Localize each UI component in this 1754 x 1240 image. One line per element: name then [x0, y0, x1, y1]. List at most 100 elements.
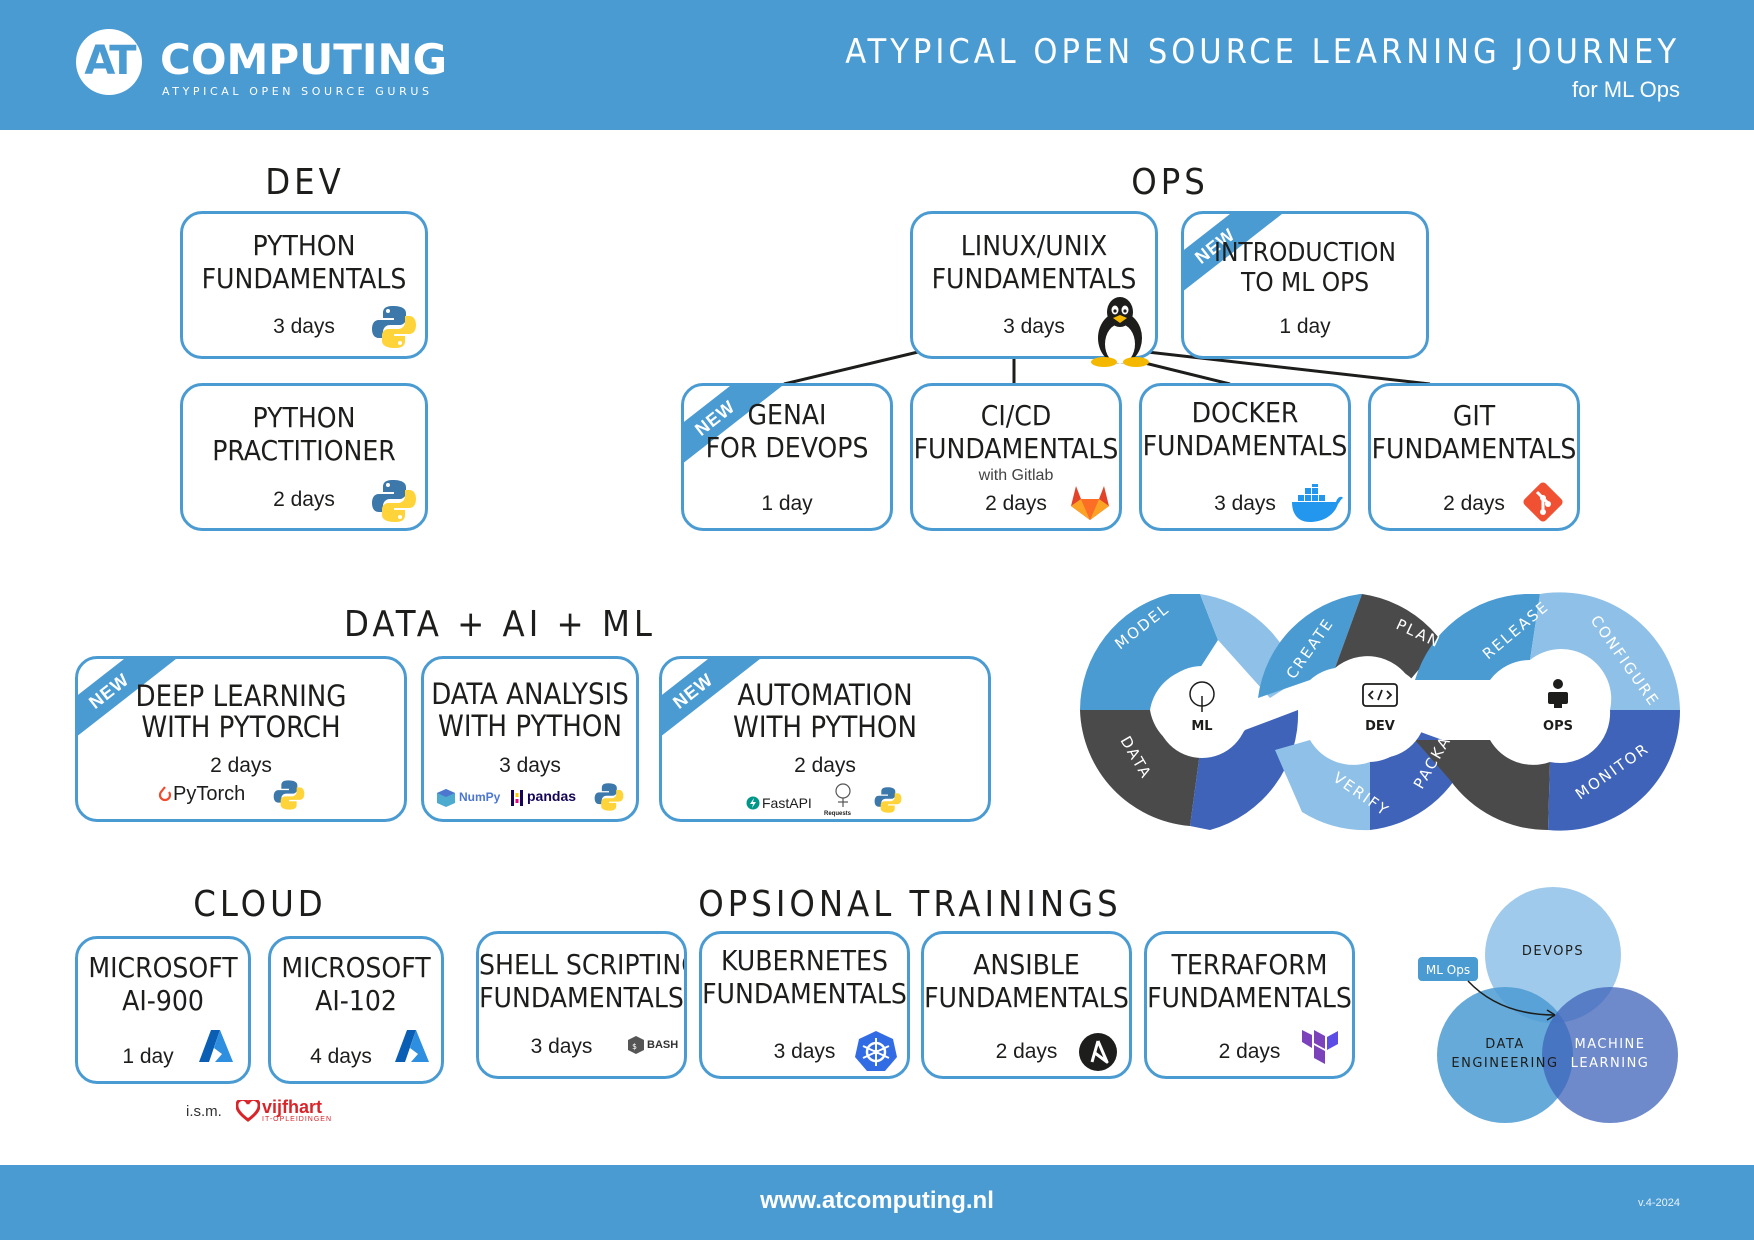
course-title-line1: DEEP LEARNING	[135, 679, 347, 713]
fastapi-logo: FastAPI	[762, 795, 812, 811]
course-title-line2: PRACTITIONER	[212, 434, 396, 467]
azure-icon	[199, 1030, 233, 1062]
course-title-line1: DOCKER	[1191, 396, 1299, 429]
course-card-deep-learning-pytorch[interactable]: NEW DEEP LEARNING WITH PYTORCH 2 days Py…	[75, 656, 407, 822]
course-title-line1: PYTHON	[252, 229, 356, 262]
vijfhart-heart-icon	[236, 1100, 260, 1122]
hub-label-ops: OPS	[1543, 719, 1573, 734]
course-duration: 2 days	[794, 754, 856, 777]
section-title-ops: OPS	[1131, 162, 1209, 203]
course-card-microsoft-ai-900[interactable]: MICROSOFT AI-900 1 day	[75, 936, 251, 1084]
course-card-shell-scripting[interactable]: SHELL SCRIPTING FUNDAMENTALS 3 days $ BA…	[476, 931, 687, 1079]
logo-mark: AT	[84, 38, 136, 84]
course-title-line2: FUNDAMENTALS	[201, 262, 407, 295]
requests-logo: Requests	[824, 811, 852, 817]
course-title-line1: ANSIBLE	[973, 948, 1080, 981]
course-duration: 3 days	[273, 315, 335, 338]
course-card-ansible[interactable]: ANSIBLE FUNDAMENTALS 2 days	[921, 931, 1132, 1079]
ansible-icon	[1079, 1033, 1117, 1071]
python-icon	[594, 783, 624, 811]
course-title-line2: FUNDAMENTALS	[1147, 981, 1352, 1014]
course-card-docker-fundamentals[interactable]: DOCKER FUNDAMENTALS 3 days	[1139, 383, 1351, 531]
logo-wordmark: COMPUTING	[160, 35, 448, 84]
course-card-cicd-fundamentals[interactable]: CI/CD FUNDAMENTALS with Gitlab 2 days	[910, 383, 1122, 531]
mlops-venn-diagram: DEVOPS DATA ENGINEERING MACHINE LEARNING…	[1418, 887, 1678, 1123]
bash-logo: BASH	[647, 1039, 679, 1051]
pytorch-flame-icon	[158, 786, 172, 802]
course-card-git-fundamentals[interactable]: GIT FUNDAMENTALS 2 days	[1368, 383, 1580, 531]
course-duration: 2 days	[1443, 492, 1505, 515]
section-title-dev: DEV	[265, 162, 345, 203]
course-title-line2: TO ML OPS	[1240, 268, 1370, 298]
course-card-intro-ml-ops[interactable]: NEW INTRODUCTION TO ML OPS 1 day	[1181, 211, 1429, 359]
course-title-line2: WITH PYTORCH	[141, 710, 341, 744]
course-title-line1: INTRODUCTION	[1214, 238, 1396, 268]
dev-hub	[1334, 666, 1426, 758]
mlops-loop-diagram: ML DEV OPS MODEL DATA CREATE VERIFY PLAN…	[1080, 592, 1681, 831]
course-title-line1: MICROSOFT	[281, 951, 431, 984]
course-duration: 2 days	[273, 488, 335, 511]
course-title-line2: FUNDAMENTALS	[913, 432, 1119, 465]
course-duration: 1 day	[1279, 315, 1331, 338]
course-duration: 2 days	[1218, 1040, 1281, 1063]
terraform-icon	[1302, 1030, 1338, 1064]
course-card-linux-fundamentals[interactable]: LINUX/UNIX FUNDAMENTALS 3 days	[910, 211, 1158, 367]
bash-icon: $	[628, 1036, 644, 1054]
course-card-python-practitioner[interactable]: PYTHON PRACTITIONER 2 days	[180, 383, 428, 531]
tux-penguin-icon	[1091, 297, 1149, 367]
code-icon	[1362, 683, 1398, 707]
gitlab-icon	[1071, 486, 1109, 520]
python-icon	[372, 480, 416, 522]
course-card-automation-python[interactable]: NEW AUTOMATION WITH PYTHON 2 days FastAP…	[659, 656, 991, 822]
tree-icon	[1189, 681, 1215, 712]
course-title-line2: AI-102	[315, 984, 397, 1017]
requests-logo-icon	[835, 783, 851, 807]
course-card-microsoft-ai-102[interactable]: MICROSOFT AI-102 4 days	[268, 936, 444, 1084]
course-duration: 4 days	[310, 1045, 372, 1068]
course-title-line2: AI-900	[122, 984, 204, 1017]
git-icon	[1523, 482, 1563, 522]
course-title-line1: LINUX/UNIX	[960, 229, 1108, 262]
course-title-line1: AUTOMATION	[737, 678, 913, 712]
course-card-python-fundamentals[interactable]: PYTHON FUNDAMENTALS 3 days	[180, 211, 428, 359]
azure-icon	[395, 1030, 429, 1062]
footer-bar	[0, 1165, 1754, 1240]
course-duration: 3 days	[530, 1035, 593, 1058]
venn-circle-data-engineering	[1437, 987, 1573, 1123]
mlops-pointer-arrow	[1467, 980, 1556, 1016]
hub-label-ml: ML	[1191, 719, 1212, 734]
pandas-icon	[511, 790, 523, 806]
website-link[interactable]: www.atcomputing.nl	[760, 1187, 994, 1214]
venn-label-learning: LEARNING	[1571, 1056, 1650, 1071]
page-subtitle: for ML Ops	[1572, 77, 1680, 102]
course-card-terraform[interactable]: TERRAFORM FUNDAMENTALS 2 days	[1144, 931, 1355, 1079]
hub-label-dev: DEV	[1365, 719, 1395, 734]
page-title: ATYPICAL OPEN SOURCE LEARNING JOURNEY	[845, 32, 1680, 72]
course-title-line1: SHELL SCRIPTING	[479, 948, 687, 981]
pytorch-logo: PyTorch	[173, 783, 246, 805]
section-title-data: DATA + AI + ML	[344, 604, 656, 645]
course-title-line1: TERRAFORM	[1171, 948, 1328, 981]
course-card-genai-devops[interactable]: NEW GENAI FOR DEVOPS 1 day	[681, 383, 893, 531]
partner-subtitle: IT-OPLEIDINGEN	[262, 1116, 333, 1123]
version-label: v.4-2024	[1638, 1197, 1680, 1209]
venn-label-devops: DEVOPS	[1522, 944, 1584, 959]
course-card-data-analysis-python[interactable]: DATA ANALYSIS WITH PYTHON 3 days NumPy p…	[421, 656, 639, 822]
course-duration: 3 days	[499, 754, 561, 777]
course-card-kubernetes[interactable]: KUBERNETES FUNDAMENTALS 3 days	[699, 931, 910, 1079]
logo-badge	[76, 29, 142, 95]
course-title-line1: GENAI	[747, 398, 827, 431]
course-duration: 3 days	[1003, 315, 1065, 338]
header-bar	[0, 0, 1754, 130]
numpy-logo: NumPy	[459, 790, 501, 804]
course-title-line2: FUNDAMENTALS	[479, 981, 684, 1014]
ops-hub	[1512, 666, 1604, 758]
section-title-cloud: CLOUD	[193, 884, 327, 925]
course-title-line2: FUNDAMENTALS	[702, 977, 907, 1010]
course-duration: 1 day	[761, 492, 813, 515]
mlops-tag	[1418, 957, 1478, 981]
kubernetes-icon	[855, 1031, 897, 1071]
course-title-line1: KUBERNETES	[721, 944, 888, 977]
python-icon	[273, 780, 305, 810]
course-duration: 2 days	[995, 1040, 1058, 1063]
